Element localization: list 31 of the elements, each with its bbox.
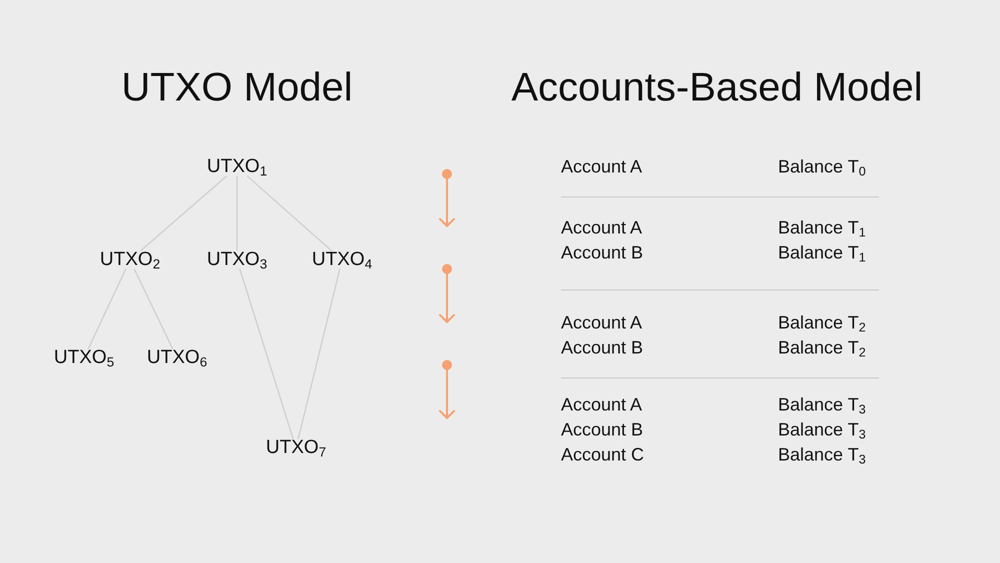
connector-line <box>239 268 294 440</box>
balance-label: Balance T$_{2}$ <box>778 338 866 358</box>
account-label: Account A <box>561 394 642 416</box>
balance-label: Balance T$_{1}$ <box>778 218 866 238</box>
node-label: UTXO$_{5}$ <box>54 347 114 368</box>
balance-label: Balance T$_{0}$ <box>778 156 866 178</box>
account-label: Account C <box>561 444 644 466</box>
account-label: Account A <box>561 218 642 238</box>
node-label: UTXO$_{4}$ <box>312 249 372 270</box>
balance-label: Balance T$_{3}$ <box>778 394 866 416</box>
node-label: UTXO$_{6}$ <box>146 347 208 368</box>
connector-line <box>298 268 340 440</box>
connector-line <box>134 268 174 350</box>
account-label: Account A <box>561 156 642 178</box>
balance-label: Balance T$_{3}$ <box>778 420 866 440</box>
node-label: UTXO$_{3}$ <box>206 249 268 270</box>
account-label: Account B <box>561 338 644 358</box>
account-label: Account A <box>561 312 642 334</box>
balance-label: Balance T$_{2}$ <box>778 312 866 334</box>
balance-label: Balance T$_{3}$ <box>778 444 866 466</box>
section-heading: Accounts-Based Model <box>511 66 923 110</box>
balance-label: Balance T$_{1}$ <box>778 242 866 264</box>
connector-line <box>140 176 228 252</box>
node-label: UTXO$_{7}$ <box>266 437 326 458</box>
section-heading: UTXO Model <box>121 66 353 110</box>
node-label: UTXO$_{1}$ <box>206 156 268 177</box>
account-label: Account B <box>561 420 644 440</box>
node-label: UTXO$_{2}$ <box>100 249 160 270</box>
account-label: Account B <box>561 242 644 264</box>
connector-line <box>246 176 332 252</box>
connector-line <box>88 268 126 350</box>
